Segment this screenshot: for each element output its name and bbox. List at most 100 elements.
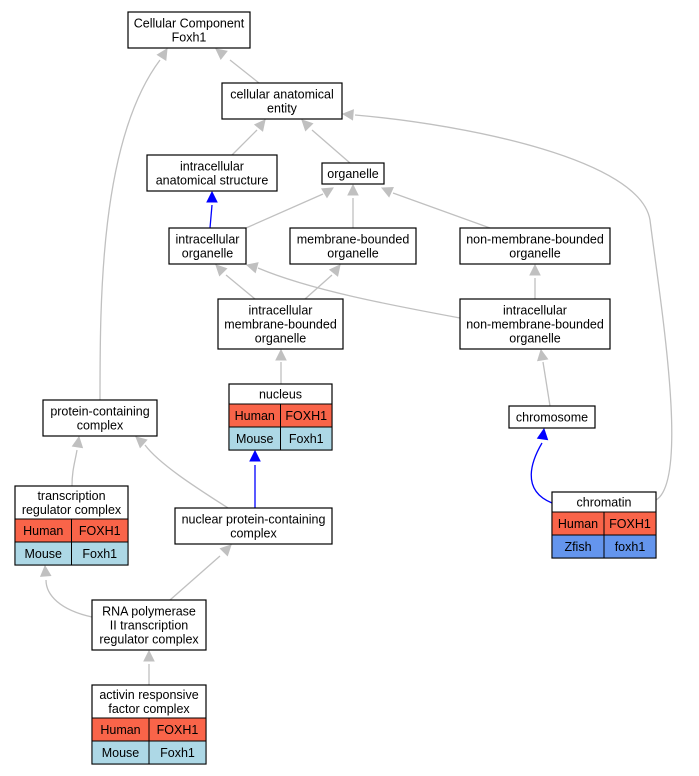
node-root-box	[127, 11, 251, 49]
gene-symbol: Foxh1	[289, 432, 324, 446]
node-ias-label-line: anatomical structure	[156, 174, 269, 188]
node-npcc-label-line: nuclear protein-containing	[182, 513, 326, 527]
node-io-label-line: intracellular	[176, 233, 240, 247]
edge-npcc-to-pcc-arrowhead	[135, 436, 148, 449]
edge-chromatin-to-cae-arrowhead	[341, 109, 354, 121]
node-rnap-box	[91, 599, 207, 651]
node-chromosome-box	[508, 405, 596, 429]
edge-chromosome-to-inmbo-arrowhead	[536, 348, 549, 362]
node-rnap-label-line: II transcription	[110, 619, 189, 633]
gene-symbol: FOXH1	[609, 517, 651, 531]
node-nmbo-label-line: non-membrane-bounded	[466, 233, 604, 247]
node-cae-label-line: entity	[267, 102, 298, 116]
edge-pcc-to-root-arrowhead	[156, 48, 168, 61]
edge-imbo-to-io	[225, 274, 256, 300]
node-inmbo-label-line: organelle	[509, 332, 560, 346]
gene-symbol: Foxh1	[82, 547, 117, 561]
species-label: Human	[100, 723, 140, 737]
edge-npcc-to-pcc	[144, 444, 229, 509]
edge-ias-to-cae-arrowhead	[253, 119, 266, 132]
node-organelle-box	[321, 162, 385, 185]
edge-io-to-organelle	[245, 193, 324, 229]
edge-npcc-to-nucleus-arrowhead	[249, 449, 261, 462]
edge-ias-to-cae	[231, 129, 258, 156]
node-pcc-box	[42, 399, 158, 437]
node-nmbo-box	[459, 227, 611, 265]
edge-imbo-to-mbo-arrowhead	[328, 264, 341, 277]
species-label: Mouse	[24, 547, 62, 561]
node-imbo-label-line: membrane-bounded	[224, 318, 337, 332]
species-label: Human	[235, 409, 275, 423]
node-mbo-label-line: organelle	[327, 247, 378, 261]
node-organelle[interactable]: organelle	[321, 162, 385, 185]
node-root-label-line: Foxh1	[172, 31, 207, 45]
species-label: Mouse	[236, 432, 274, 446]
edge-cae-to-root	[229, 59, 260, 84]
edge-io-to-organelle-arrowhead	[321, 187, 334, 199]
node-pcc-label-line: protein-containing	[50, 405, 149, 419]
node-rnap-label-line: regulator complex	[99, 633, 199, 647]
species-label: Human	[23, 524, 63, 538]
node-organelle-label-line: organelle	[327, 167, 378, 181]
node-io-label-line: organelle	[182, 247, 233, 261]
edge-chromatin-to-chromosome-arrowhead	[536, 427, 549, 441]
edge-nmbo-to-organelle-arrowhead	[380, 187, 394, 198]
edge-cae-to-root-arrowhead	[215, 48, 228, 61]
node-nmbo-label-line: organelle	[509, 247, 560, 261]
node-nucleus-cell-bg	[280, 426, 333, 451]
species-label: Human	[558, 517, 598, 531]
edge-inmbo-to-io	[257, 267, 461, 319]
node-chromosome[interactable]: chromosome	[508, 405, 596, 429]
node-cae-label-line: cellular anatomical	[230, 88, 334, 102]
node-nucleus-label-line: nucleus	[259, 388, 302, 402]
edge-trc-to-pcc-arrowhead	[71, 435, 84, 449]
node-inmbo-label-line: intracellular	[503, 304, 567, 318]
edge-pcc-to-root	[99, 59, 161, 401]
node-npcc-box	[174, 507, 333, 545]
edge-mbo-to-organelle-arrowhead	[347, 183, 359, 196]
edge-rnap-to-trc	[45, 579, 93, 618]
edge-rnap-to-npcc	[169, 555, 221, 601]
edge-io-to-ias-arrowhead	[206, 190, 218, 203]
node-imbo-label-line: intracellular	[249, 304, 313, 318]
node-mbo-box	[289, 227, 417, 265]
edge-rnap-to-npcc-arrowhead	[219, 544, 232, 557]
node-chromatin-label-line: chromatin	[577, 496, 632, 510]
node-rnap-label-line: RNA polymerase	[102, 605, 196, 619]
edge-chromatin-to-chromosome	[530, 442, 553, 504]
edge-imbo-to-io-arrowhead	[215, 264, 228, 277]
node-inmbo[interactable]: intracellularnon-membrane-boundedorganel…	[459, 298, 611, 350]
edge-arfc-to-rnap-arrowhead	[143, 649, 155, 662]
edge-organelle-to-cae	[311, 129, 351, 164]
node-trc-cell-bg	[71, 541, 129, 566]
node-ias-box	[146, 154, 278, 192]
node-imbo-box	[217, 298, 344, 350]
node-ias-label-line: intracellular	[180, 160, 244, 174]
node-inmbo-label-line: non-membrane-bounded	[466, 318, 604, 332]
edge-nmbo-to-organelle	[392, 192, 491, 229]
edge-io-to-ias	[209, 204, 213, 229]
node-arfc-label-line: factor complex	[108, 702, 190, 716]
gene-symbol: FOXH1	[157, 723, 199, 737]
species-label: Mouse	[102, 746, 140, 760]
node-pcc-label-line: complex	[77, 419, 124, 433]
node-chromatin-cell-bg	[603, 534, 657, 559]
edge-nucleus-to-imbo-arrowhead	[275, 348, 287, 361]
edge-chromatin-to-cae	[354, 114, 673, 501]
